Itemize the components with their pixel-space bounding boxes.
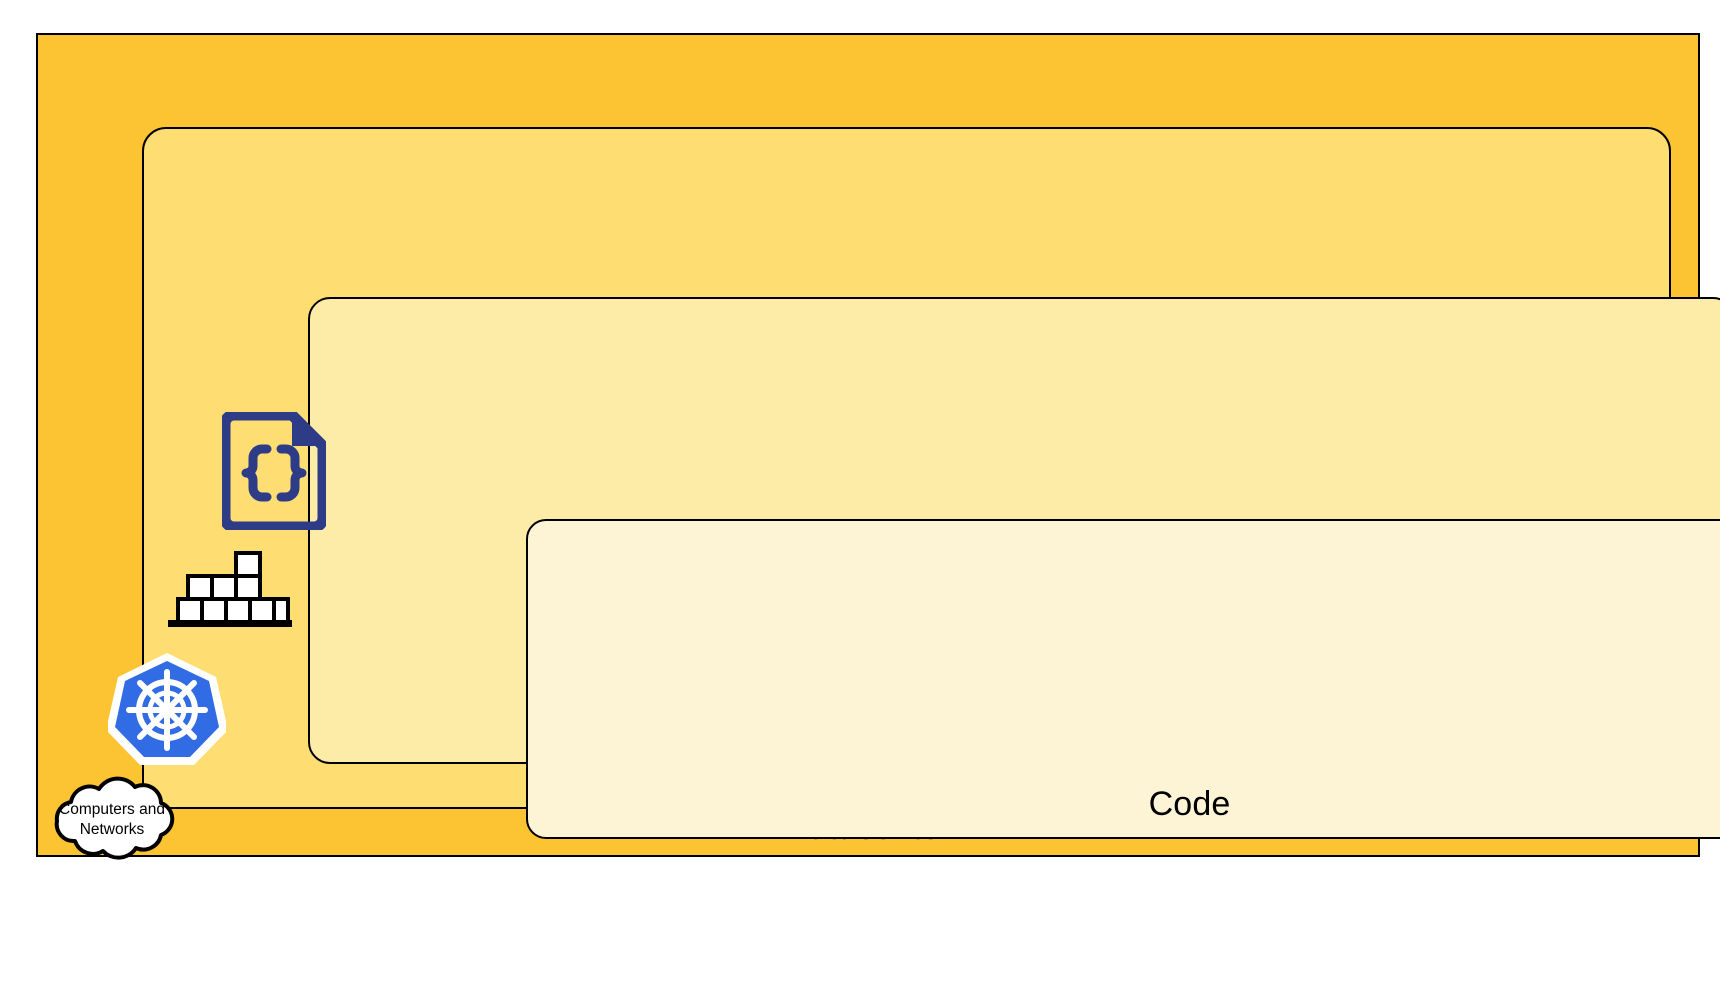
- layer-code[interactable]: Code: [526, 519, 1720, 839]
- container-boxes-icon: [168, 551, 292, 627]
- layer-container[interactable]: Container Code: [308, 297, 1720, 839]
- layer-cluster[interactable]: Cluster Container Code: [142, 127, 1720, 839]
- cloud-icon[interactable]: Computers and Networks: [31, 772, 193, 868]
- code-file-icon: [219, 409, 329, 533]
- layer-code-label: Code: [1148, 785, 1231, 823]
- layer-datacenter[interactable]: Cloud/Co-Lo/Corporate Datacenter Cluster…: [36, 33, 1720, 857]
- kubernetes-icon: [106, 650, 228, 768]
